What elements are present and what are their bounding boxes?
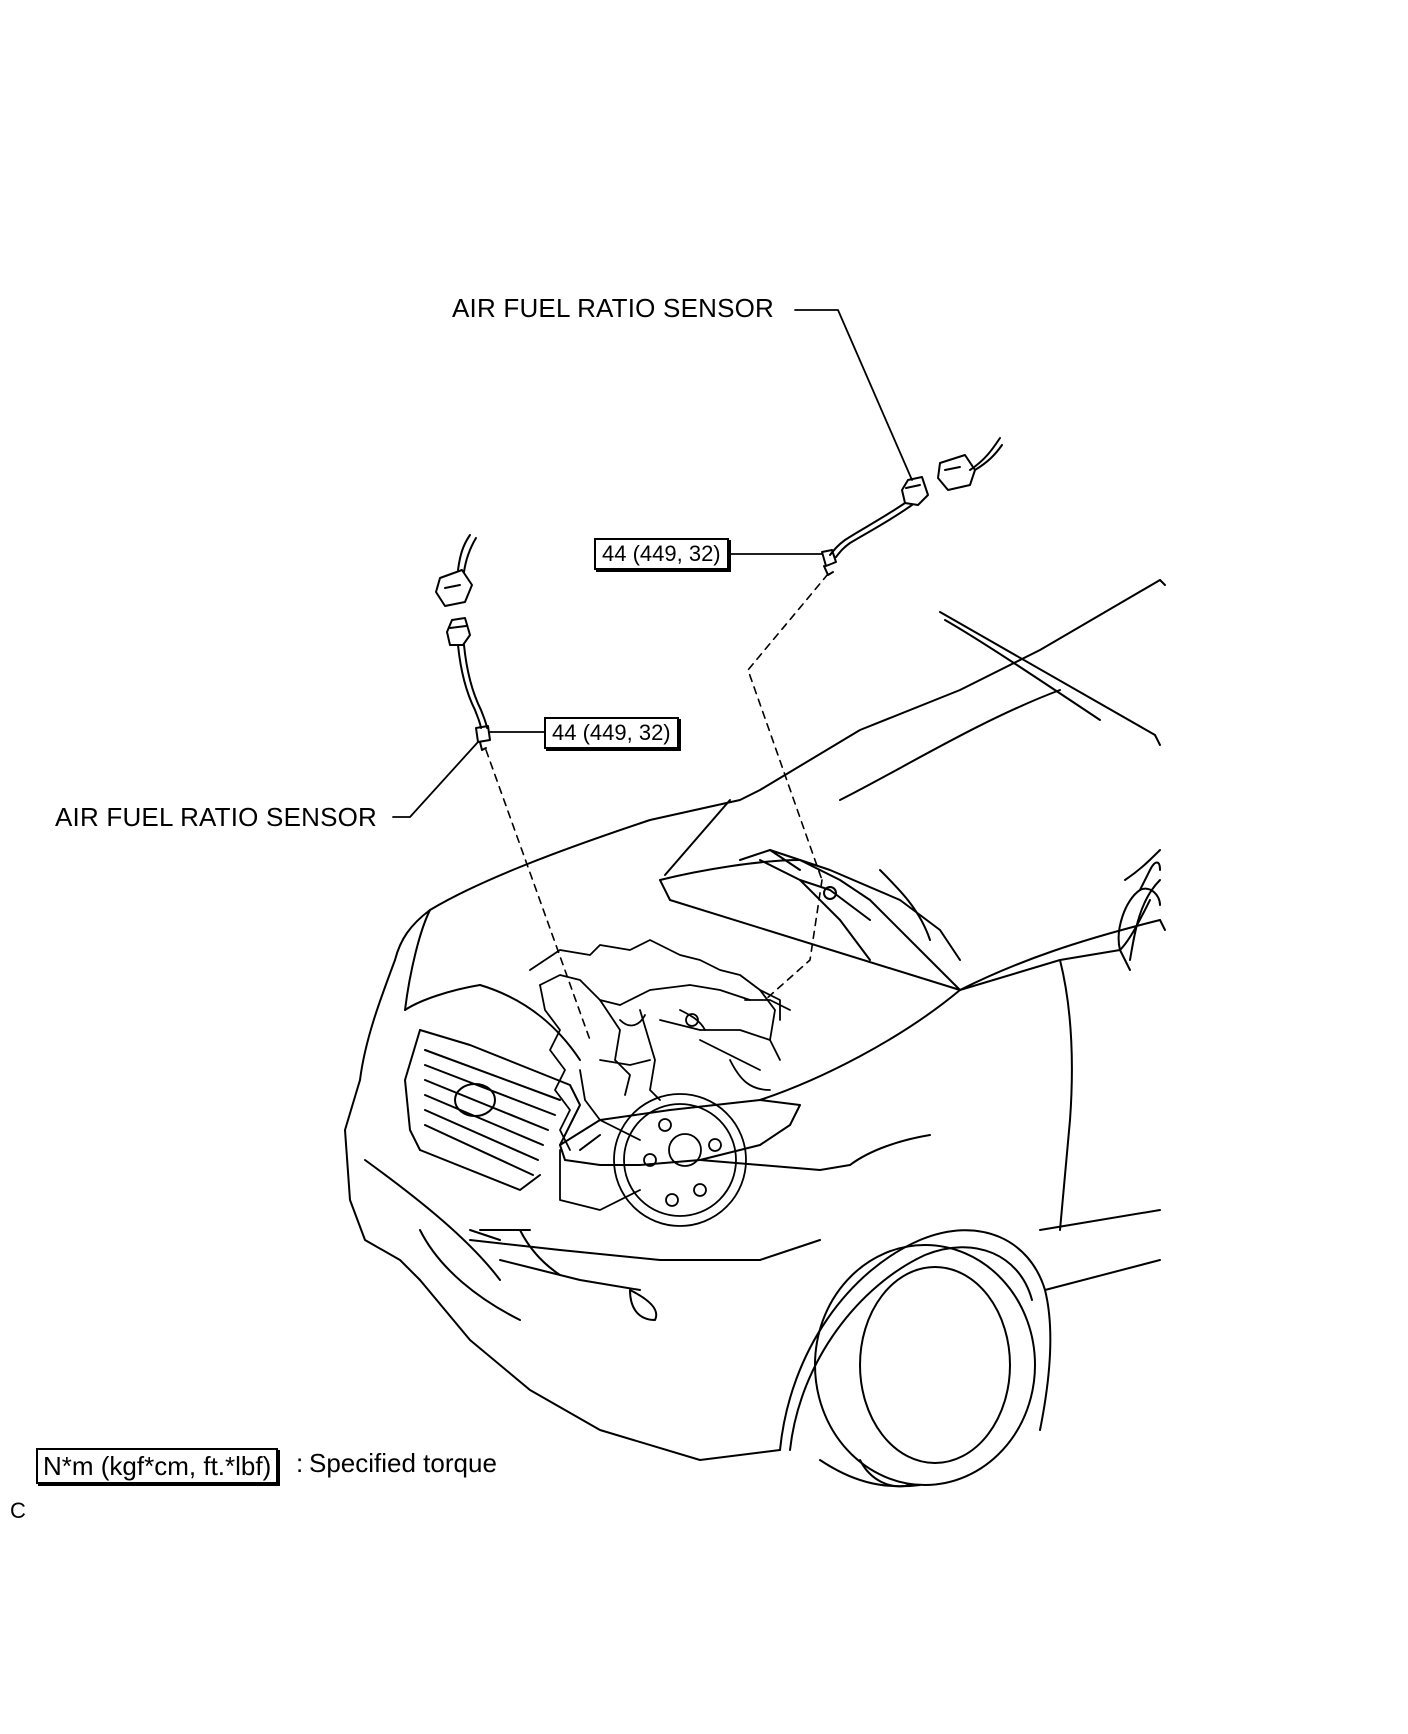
torque-value-upper: 44 (449, 32) <box>594 538 729 570</box>
car-front-icon <box>344 579 1166 1488</box>
air-fuel-ratio-sensor-icon <box>821 437 1003 576</box>
engine-icon <box>529 939 791 1227</box>
leader-lines <box>392 309 913 818</box>
sensor-label-upper: AIR FUEL RATIO SENSOR <box>452 293 775 323</box>
legend-separator: : <box>296 1448 304 1478</box>
installation-guide-lines <box>485 573 829 1041</box>
wheel-icon <box>814 1244 1036 1486</box>
legend-description: Specified torque <box>309 1448 497 1478</box>
torque-unit-legend-box: N*m (kgf*cm, ft.*lbf) <box>36 1448 279 1484</box>
figure-code: C <box>10 1498 26 1523</box>
air-fuel-ratio-sensor-icon <box>435 534 491 751</box>
sensor-label-lower: AIR FUEL RATIO SENSOR <box>55 802 378 832</box>
torque-value-lower: 44 (449, 32) <box>544 717 679 749</box>
